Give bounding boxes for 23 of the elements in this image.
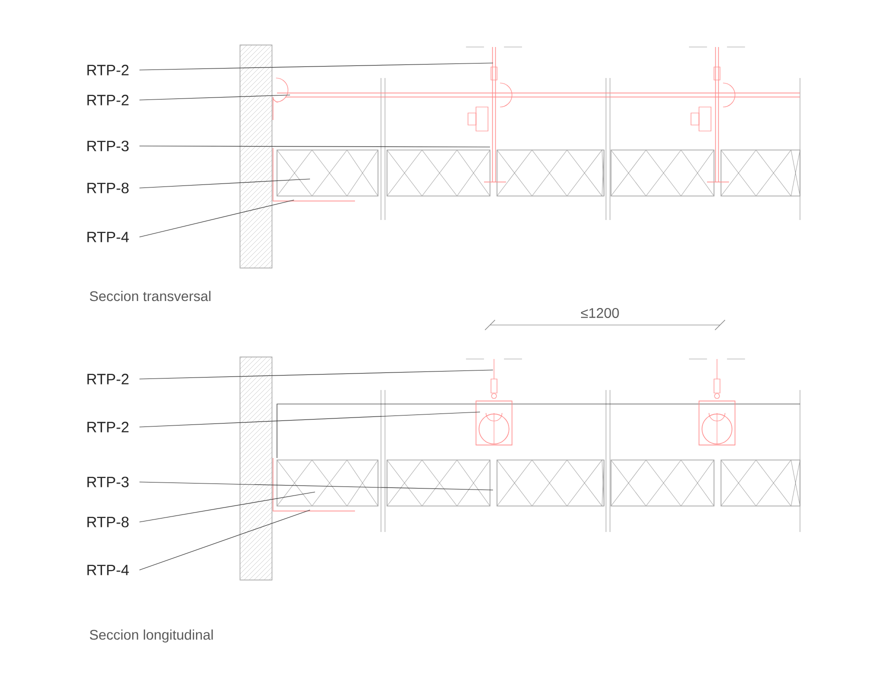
part-label: RTP-2 — [87, 374, 129, 384]
part-label: RTP-4 — [87, 232, 129, 242]
dimension-text: ≤1200 — [581, 308, 619, 318]
part-label: RTP-2 — [87, 422, 129, 432]
leader-line — [139, 492, 316, 522]
part-label: RTP-3 — [87, 140, 129, 152]
part-label: RTP-8 — [87, 516, 129, 528]
part-label: RTP-3 — [87, 476, 129, 488]
leader-line — [139, 510, 310, 570]
leader-line — [139, 370, 494, 380]
leader-line — [139, 146, 490, 148]
section-title: Seccion transversal — [90, 290, 210, 302]
leader-line — [139, 412, 480, 428]
part-label: RTP-8 — [87, 182, 129, 194]
part-label: RTP-2 — [87, 94, 129, 106]
leader-line — [139, 62, 494, 70]
leader-line — [139, 482, 494, 490]
leader-line — [139, 200, 294, 238]
part-label: RTP-2 — [87, 64, 129, 76]
section-title: Seccion longitudinal — [90, 629, 213, 643]
leader-line — [139, 178, 310, 188]
leader-line — [139, 94, 290, 100]
part-label: RTP-4 — [87, 564, 129, 576]
